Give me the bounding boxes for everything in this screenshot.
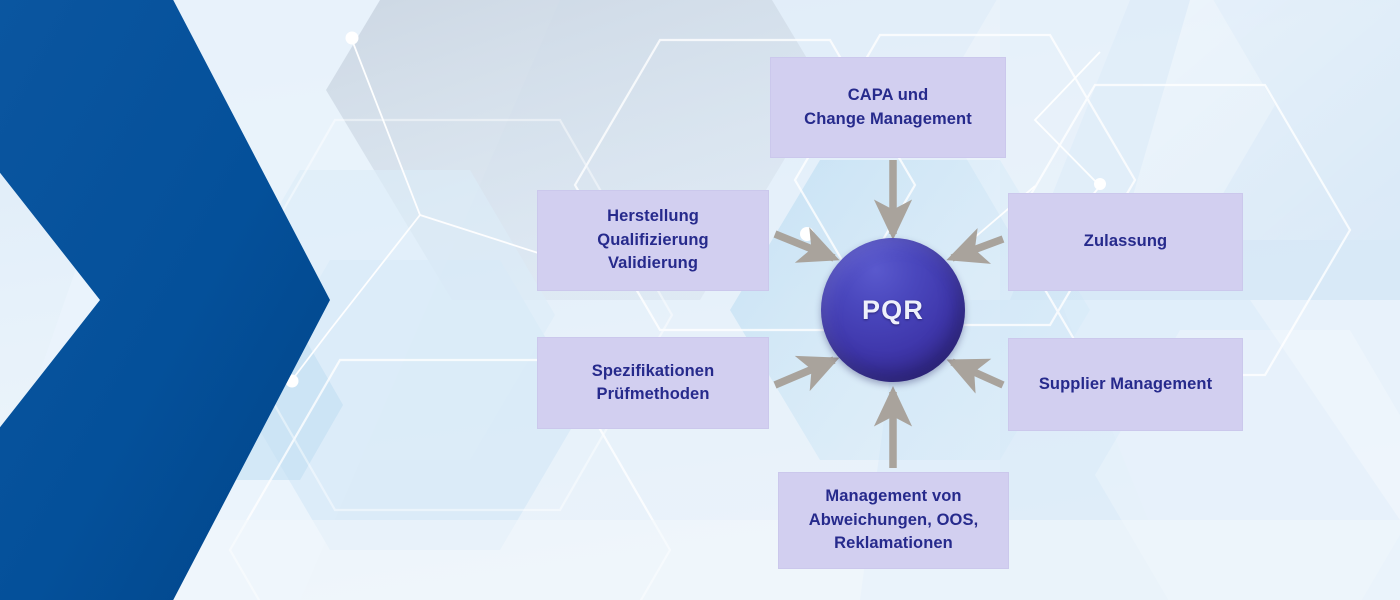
node-box-zulassung[interactable]: Zulassung bbox=[1008, 193, 1243, 291]
node-dot-1 bbox=[345, 31, 359, 45]
arrow-zulassung-to-pqr bbox=[946, 228, 1005, 264]
arrow-herstellung-to-pqr bbox=[773, 227, 840, 263]
node-label-spezifikationen: Spezifikationen Prüfmethoden bbox=[591, 361, 715, 403]
node-box-spezifikationen[interactable]: Spezifikationen Prüfmethoden bbox=[537, 337, 769, 429]
node-label-zulassung: Zulassung bbox=[1083, 232, 1168, 251]
node-box-supplier-management[interactable]: Supplier Management bbox=[1008, 338, 1243, 431]
arrow-spezifikationen-to-pqr bbox=[773, 355, 840, 392]
center-node-pqr[interactable]: PQR bbox=[821, 238, 965, 382]
arrow-supplier-to-pqr bbox=[946, 358, 1005, 394]
node-label-herstellung: Herstellung Qualifizierung Validierung bbox=[597, 207, 709, 273]
node-box-capa[interactable]: CAPA und Change Management bbox=[770, 57, 1006, 158]
brand-chevron bbox=[0, 0, 330, 600]
node-label-capa: CAPA und Change Management bbox=[804, 86, 972, 128]
node-box-herstellung[interactable]: Herstellung Qualifizierung Validierung bbox=[537, 190, 769, 291]
node-box-abweichungen[interactable]: Management von Abweichungen, OOS, Reklam… bbox=[778, 472, 1009, 569]
center-node-label: PQR bbox=[861, 294, 925, 325]
node-label-supplier-management: Supplier Management bbox=[1038, 374, 1213, 393]
node-label-abweichungen: Management von Abweichungen, OOS, Reklam… bbox=[808, 487, 979, 553]
node-dot-3 bbox=[1094, 178, 1106, 190]
